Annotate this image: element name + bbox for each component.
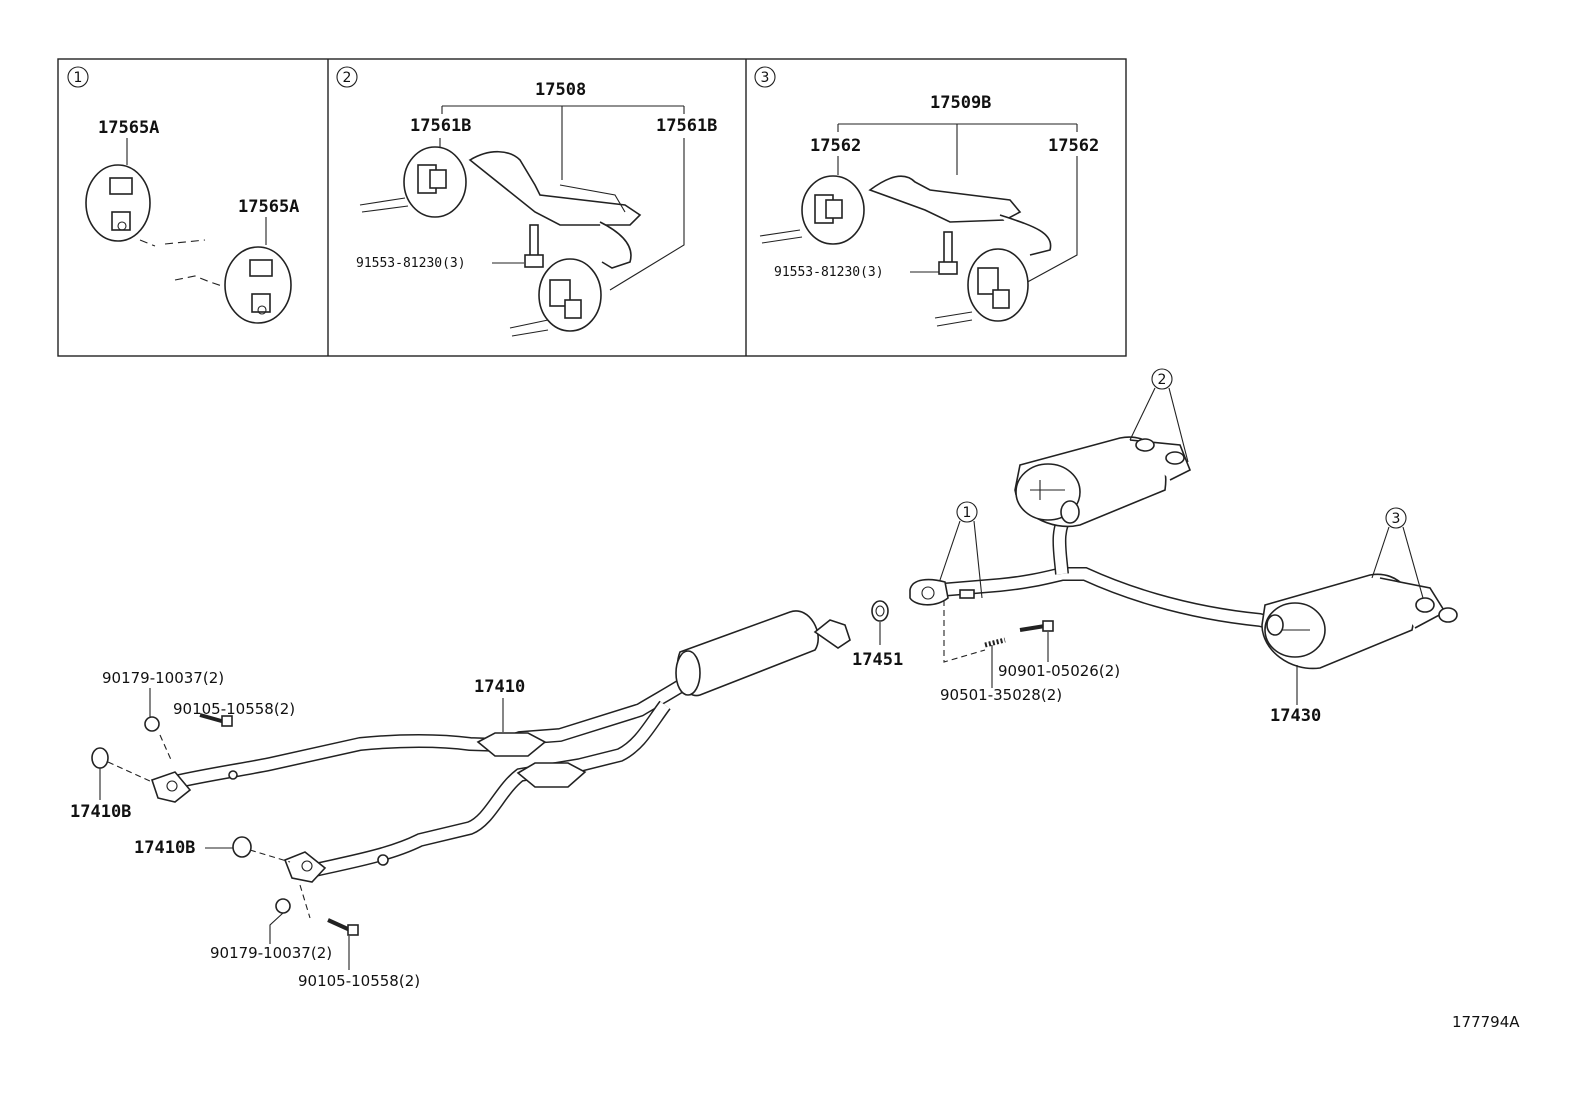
inset-3-label-rubber-right: 17562	[1048, 136, 1099, 156]
label-center-gasket: 17451	[852, 650, 903, 670]
callout-number: 1	[963, 505, 972, 521]
inset-1-marker: 1	[74, 70, 83, 86]
inset-3-label-rubber-left: 17562	[810, 136, 861, 156]
inset-3-marker: 3	[761, 70, 770, 86]
label-bolt-upper: 90105-10558(2)	[173, 700, 295, 718]
hanger-rubber-a	[85, 164, 151, 242]
inset-3-label-bracket: 17509B	[930, 93, 991, 113]
inset-1-label-b: 17565A	[238, 197, 299, 217]
label-front-pipe: 17410	[474, 677, 525, 697]
inset-2-label-bolt: 91553-81230(3)	[356, 256, 466, 271]
inset-3: 3 17509B 17562 17562 91553-81230(3)	[754, 66, 1099, 327]
label-gasket-lower: 17410B	[134, 838, 195, 858]
tail-pipe-assembly	[909, 436, 1458, 670]
label-tail-pipe: 17430	[1270, 706, 1321, 726]
inset-1-label-a: 17565A	[98, 118, 159, 138]
callout-number: 3	[1392, 511, 1401, 527]
inset-2-marker: 2	[343, 70, 352, 86]
inset-2-label-rubber-left: 17561B	[410, 116, 471, 136]
label-bolt-lower: 90105-10558(2)	[298, 972, 420, 990]
label-rear-bolt: 90901-05026(2)	[998, 662, 1120, 680]
callout-number: 2	[1158, 372, 1167, 388]
inset-2-label-rubber-right: 17561B	[656, 116, 717, 136]
inset-panels	[57, 58, 1127, 357]
front-pipe-assembly	[91, 610, 851, 936]
hanger-rubber-b	[224, 246, 292, 324]
inset-2: 2 17508 17561B 17561B 91553-81230(3)	[336, 66, 717, 337]
callout-1: 1	[939, 501, 983, 599]
inset-1: 1 17565A 17565A	[67, 66, 299, 324]
diagram-code: 177794A	[1452, 1013, 1520, 1031]
inset-3-label-bolt: 91553-81230(3)	[774, 265, 884, 280]
callout-3: 3	[1371, 507, 1424, 599]
label-nut-lower: 90179-10037(2)	[210, 944, 332, 962]
callout-2: 2	[1129, 368, 1189, 463]
label-rear-spring: 90501-35028(2)	[940, 686, 1062, 704]
label-nut-upper: 90179-10037(2)	[102, 669, 224, 687]
inset-2-label-bracket: 17508	[535, 80, 586, 100]
label-gasket-upper: 17410B	[70, 802, 131, 822]
center-gasket	[871, 600, 889, 645]
